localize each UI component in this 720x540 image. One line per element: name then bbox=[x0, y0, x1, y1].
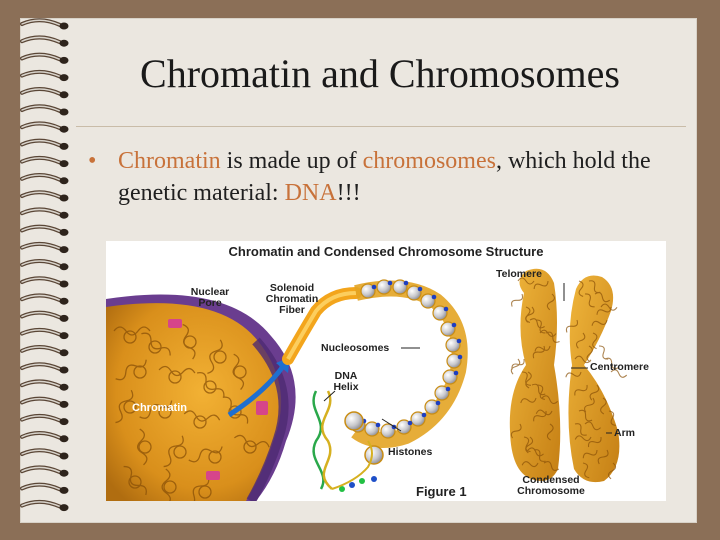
figure-caption: Figure 1 bbox=[416, 484, 467, 499]
spiral-ring bbox=[20, 345, 69, 357]
spiral-ring bbox=[20, 396, 69, 408]
spiral-ring bbox=[20, 293, 69, 305]
spiral-ring bbox=[20, 190, 69, 202]
spiral-ring bbox=[20, 499, 69, 512]
term-dna: DNA bbox=[284, 180, 337, 206]
solenoid-fiber bbox=[282, 287, 362, 365]
spiral-ring bbox=[20, 276, 69, 288]
bullet-text: Chromatin is made up of chromosomes, whi… bbox=[118, 145, 688, 209]
term-chromatin: Chromatin bbox=[118, 148, 221, 174]
spiral-ring bbox=[20, 413, 69, 426]
bullet-point: • Chromatin is made up of chromosomes, w… bbox=[88, 145, 688, 209]
bullet-text-part: is made up of bbox=[220, 148, 363, 174]
label-leaders bbox=[323, 347, 420, 432]
bullet-icon: • bbox=[88, 148, 97, 174]
spiral-ring bbox=[20, 138, 69, 150]
figure-title: Chromatin and Condensed Chromosome Struc… bbox=[228, 244, 544, 259]
label-nuclear-pore: Nuclear Pore bbox=[190, 286, 230, 309]
spiral-ring bbox=[20, 327, 69, 340]
spiral-ring bbox=[20, 173, 69, 185]
spiral-binding bbox=[20, 18, 69, 512]
spiral-ring bbox=[20, 52, 69, 64]
spiral-ring bbox=[20, 207, 69, 219]
bullet-text-part: , which hold the genetic material: bbox=[118, 148, 651, 206]
spiral-ring bbox=[20, 241, 69, 254]
chromatin-figure: Chromatin and Condensed Chromosome Struc… bbox=[106, 241, 666, 501]
title-divider bbox=[76, 126, 686, 127]
label-solenoid: Solenoid Chromatin Fiber bbox=[265, 282, 319, 316]
spiral-ring bbox=[20, 104, 69, 116]
condensed-chromosome bbox=[509, 268, 628, 483]
bullet-text-part: !!! bbox=[336, 180, 361, 206]
label-telomere: Telomere bbox=[496, 268, 542, 280]
nucleosome-coil bbox=[344, 279, 468, 465]
spiral-ring bbox=[20, 18, 69, 30]
label-arm: Arm bbox=[614, 427, 636, 439]
spiral-ring bbox=[20, 259, 69, 271]
spiral-ring bbox=[20, 310, 69, 322]
chromatin-illustration bbox=[106, 268, 628, 501]
spiral-ring bbox=[20, 362, 69, 374]
spiral-ring bbox=[20, 224, 69, 236]
spiral-ring bbox=[20, 379, 69, 391]
spiral-ring bbox=[20, 465, 69, 477]
label-chromatin: Chromatin bbox=[132, 402, 187, 414]
label-dna-helix: DNA Helix bbox=[333, 370, 359, 393]
spiral-ring bbox=[20, 69, 69, 82]
slide-title: Chromatin and Chromosomes bbox=[140, 51, 620, 96]
spiral-ring bbox=[20, 121, 69, 133]
spiral-ring bbox=[20, 448, 69, 460]
label-condensed-chromosome: Condensed Chromosome bbox=[517, 474, 585, 497]
label-nucleosomes: Nucleosomes bbox=[321, 342, 390, 354]
label-histones: Histones bbox=[388, 446, 433, 458]
label-centromere: Centromere bbox=[590, 361, 649, 373]
spiral-ring bbox=[20, 87, 69, 99]
spiral-ring bbox=[20, 155, 69, 168]
spiral-ring bbox=[20, 431, 69, 443]
dna-helix bbox=[312, 390, 377, 492]
nucleus-illustration bbox=[106, 294, 296, 501]
term-chromosomes: chromosomes bbox=[362, 148, 496, 174]
spiral-ring bbox=[20, 35, 69, 47]
spiral-ring bbox=[20, 482, 69, 494]
